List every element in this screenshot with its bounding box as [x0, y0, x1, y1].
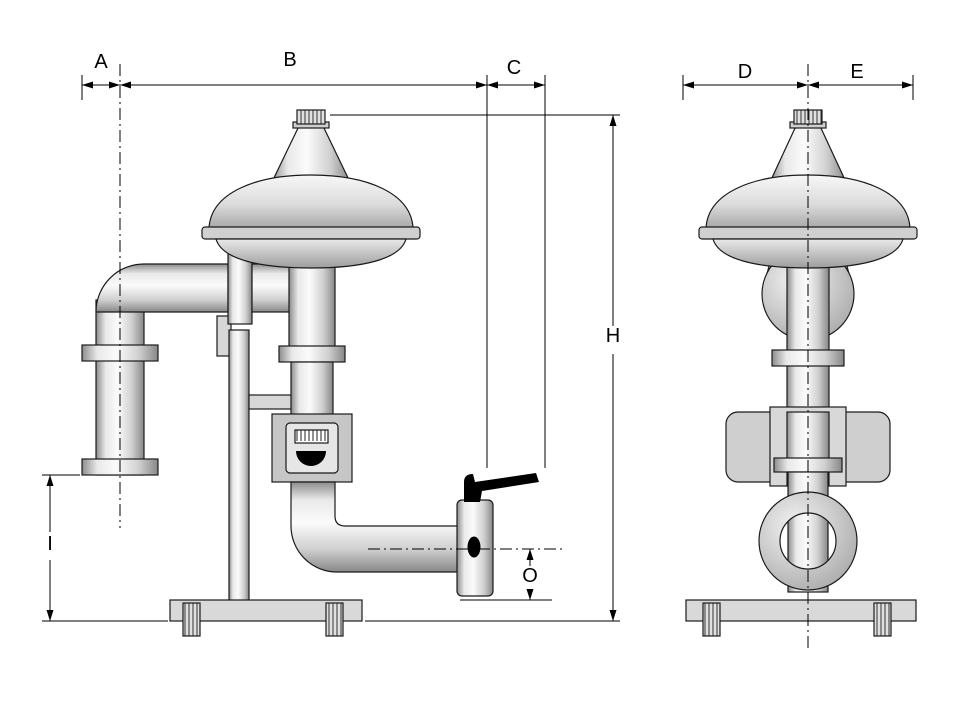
outlet-elbow — [290, 481, 460, 573]
arrowhead — [46, 610, 54, 621]
arrowhead — [609, 115, 617, 126]
base-plate-front — [169, 599, 363, 622]
dome-upper-shell — [208, 174, 414, 229]
ball-valve-handle — [464, 473, 539, 502]
dim-c: C — [487, 57, 545, 89]
dim-label-b: B — [283, 49, 296, 71]
arrowhead — [797, 81, 808, 89]
dim-label-i: I — [47, 533, 53, 555]
arrowhead — [534, 81, 545, 89]
anchor-bolt — [182, 602, 201, 637]
arrowhead — [526, 549, 534, 560]
dim-label-h: H — [606, 325, 620, 347]
outlet-flange-ring — [758, 491, 858, 591]
dim-label-d: D — [738, 61, 752, 83]
arrowhead — [109, 81, 120, 89]
actuator-dome-assembly — [201, 109, 421, 269]
stand-bracket — [248, 394, 294, 410]
gauge — [285, 422, 339, 474]
arrowhead — [82, 81, 93, 89]
side-view — [685, 109, 918, 637]
dim-e: E — [808, 61, 913, 89]
inlet-pipe-assembly — [81, 251, 291, 476]
adjuster-cap — [296, 109, 326, 125]
arrowhead — [526, 589, 534, 600]
support-stand — [216, 315, 294, 602]
anchor-bolt — [873, 602, 892, 637]
tee-stub-pipe — [251, 263, 291, 313]
front-view — [81, 109, 539, 637]
anchor-bolt — [325, 602, 344, 637]
actuator-bonnet — [271, 125, 351, 183]
arrowhead — [609, 610, 617, 621]
dim-b: B — [120, 49, 487, 89]
dim-i: I — [46, 475, 54, 621]
arrowhead — [683, 81, 694, 89]
dim-label-c: C — [507, 57, 521, 79]
arrowhead — [902, 81, 913, 89]
dim-d: D — [683, 61, 808, 89]
body-flange — [278, 345, 346, 363]
outlet-assembly — [290, 473, 539, 597]
base-assembly-front — [169, 599, 363, 637]
stand-column — [228, 329, 250, 602]
base-plate-side — [685, 599, 917, 622]
dimensions: A B C D E — [42, 49, 914, 622]
dome-lower-shell — [215, 238, 407, 269]
arrowhead — [120, 81, 131, 89]
anchor-bolt — [702, 602, 721, 637]
tee-flange — [227, 251, 253, 325]
dome-rim — [201, 226, 421, 240]
dim-label-e: E — [850, 61, 863, 83]
gauge-display — [294, 429, 329, 444]
centerlines — [119, 64, 809, 648]
arrowhead — [808, 81, 819, 89]
dim-h: H — [606, 115, 620, 621]
arrowhead — [46, 475, 54, 486]
dim-label-o: O — [522, 565, 538, 587]
dim-a: A — [82, 51, 120, 89]
body-lower-pipe — [290, 361, 334, 417]
arrowhead — [476, 81, 487, 89]
dim-label-a: A — [94, 51, 108, 73]
gauge-dial — [296, 451, 326, 466]
base-assembly-side — [685, 599, 917, 637]
arrowhead — [487, 81, 498, 89]
dim-o: O — [522, 549, 538, 600]
inlet-elbow — [95, 263, 229, 313]
outlet-bolt-hole — [467, 536, 481, 558]
